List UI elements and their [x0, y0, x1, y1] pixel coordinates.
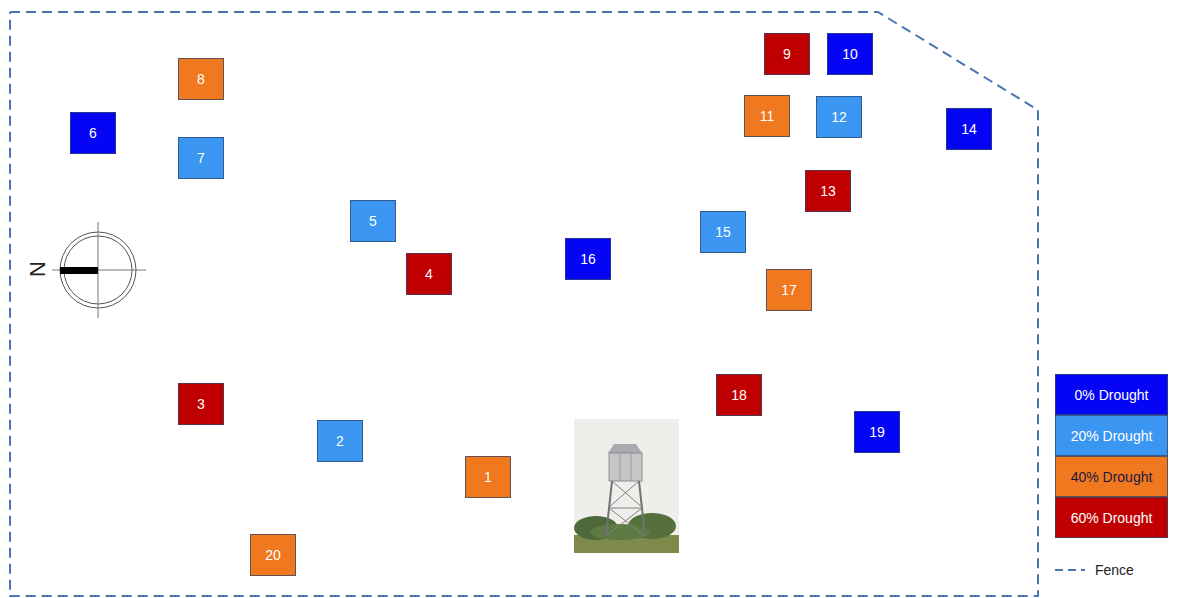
plot-box: 7: [178, 137, 224, 179]
plot-number: 13: [820, 183, 836, 199]
plot-box: 16: [565, 238, 611, 280]
plot-box: 12: [816, 96, 862, 138]
plot-number: 9: [783, 46, 791, 62]
legend-text: 40% Drought: [1071, 469, 1153, 485]
plot-box: 10: [827, 33, 873, 75]
plot-box: 8: [178, 58, 224, 100]
plot-box: 9: [764, 33, 810, 75]
legend-swatch: 60% Drought: [1055, 497, 1168, 538]
plot-number: 20: [265, 547, 281, 563]
plot-box: 1: [465, 456, 511, 498]
legend-swatch: 0% Drought: [1055, 374, 1168, 415]
plot-number: 10: [842, 46, 858, 62]
plot-number: 11: [760, 108, 775, 124]
plot-box: 20: [250, 534, 296, 576]
compass-symbol: [52, 222, 146, 318]
plot-number: 5: [369, 213, 377, 229]
plot-number: 19: [869, 424, 885, 440]
plot-number: 8: [197, 71, 205, 87]
legend-text: 20% Drought: [1071, 428, 1153, 444]
plot-number: 16: [580, 251, 596, 267]
plot-box: 19: [854, 411, 900, 453]
fence-line: [10, 12, 1038, 596]
plot-number: 12: [831, 109, 847, 125]
plot-box: 4: [406, 253, 452, 295]
plot-number: 3: [197, 396, 205, 412]
fence-legend-sample: [1055, 569, 1085, 571]
plot-box: 3: [178, 383, 224, 425]
legend-swatch: 20% Drought: [1055, 415, 1168, 456]
plot-number: 14: [961, 121, 977, 137]
tower-picture: [574, 419, 679, 553]
plot-box: 18: [716, 374, 762, 416]
plot-number: 1: [484, 469, 492, 485]
legend-text: 60% Drought: [1071, 510, 1153, 526]
plot-box: 13: [805, 170, 851, 212]
plot-number: 15: [715, 224, 731, 240]
plot-number: 18: [731, 387, 747, 403]
legend-text: Fence: [1095, 562, 1134, 578]
plot-box: 17: [766, 269, 812, 311]
plot-box: 2: [317, 420, 363, 462]
plot-box: 6: [70, 112, 116, 154]
legend-swatch: 40% Drought: [1055, 456, 1168, 497]
plot-box: 11: [744, 95, 790, 137]
plot-number: 7: [197, 150, 205, 166]
plot-number: 6: [89, 125, 97, 141]
plot-number: 2: [336, 433, 344, 449]
plot-box: 15: [700, 211, 746, 253]
north-label: N: [27, 261, 49, 277]
plot-box: 14: [946, 108, 992, 150]
plot-number: 4: [425, 266, 433, 282]
plot-number: 17: [781, 282, 797, 298]
legend-text: 0% Drought: [1075, 387, 1149, 403]
plot-box: 5: [350, 200, 396, 242]
